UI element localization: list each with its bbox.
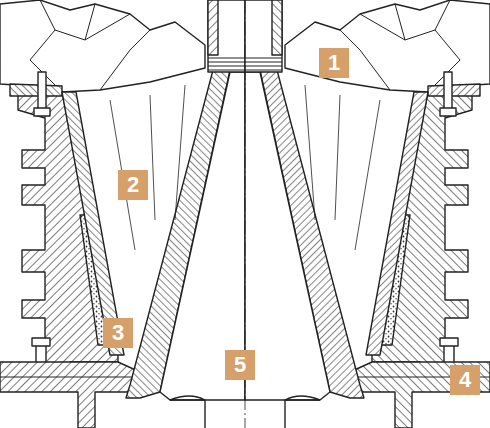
callout-label: 5: [234, 354, 246, 376]
callout-number: 2: [118, 170, 148, 200]
callout-label: 1: [328, 52, 340, 74]
callout-label: 3: [112, 322, 124, 344]
callout-number: 4: [450, 365, 480, 395]
callout-label: 2: [127, 174, 139, 196]
callout-number: 1: [319, 48, 349, 78]
callout-number: 5: [225, 350, 255, 380]
callout-number: 3: [103, 318, 133, 348]
callout-label: 4: [459, 369, 471, 391]
